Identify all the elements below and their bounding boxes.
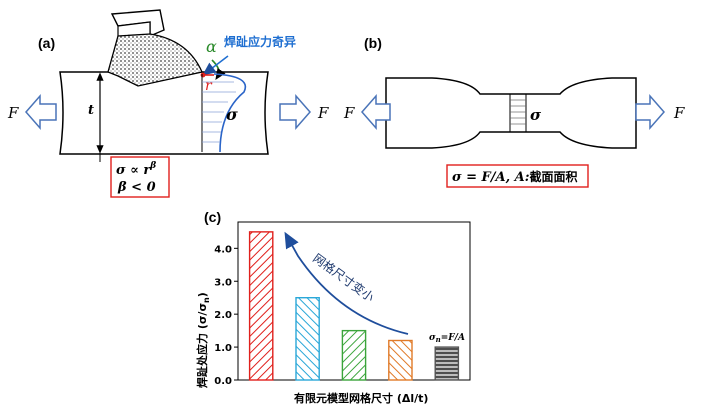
force-arrow-right-b xyxy=(635,94,665,130)
annotation-tail: =F/A xyxy=(441,333,465,343)
force-label-left-a: F xyxy=(7,104,19,122)
bar-1 xyxy=(248,231,274,381)
y-tick-label: 1.0 xyxy=(214,343,232,354)
svg-text:σ = F/A, A:截面面积: σ = F/A, A:截面面积 xyxy=(452,169,578,185)
y-axis-label-sub: n xyxy=(202,297,211,303)
svg-text:σn=F/A: σn=F/A xyxy=(429,333,465,344)
panel-b-label: (b) xyxy=(364,35,382,51)
formula-a-line2: β < 0 xyxy=(117,180,156,195)
formula-box-a xyxy=(110,156,170,198)
weld-toe-singularity-label: 焊趾应力奇异 xyxy=(224,34,296,49)
formula-b-cn: 截面面积 xyxy=(530,169,578,184)
formula-box-b xyxy=(446,164,589,188)
dogbone-specimen xyxy=(385,77,637,149)
y-axis-label: 焊趾处应力 (σ/σ xyxy=(195,303,209,388)
toe-pointer xyxy=(202,55,229,76)
thickness-symbol: t xyxy=(88,103,94,118)
y-tick-label: 0.0 xyxy=(214,376,232,387)
y-tick-label: 4.0 xyxy=(214,244,232,255)
bar-2 xyxy=(295,297,320,381)
alpha-symbol: α xyxy=(206,37,217,56)
force-arrow-left-a xyxy=(25,94,57,130)
stress-distribution xyxy=(201,73,247,153)
panel-c: (c) 0.01.02.03.04.0 焊趾处应力 (σ/σn) 有限元模型网格… xyxy=(195,209,471,405)
annotation-sigma: σ xyxy=(429,333,436,343)
trend-arrow xyxy=(284,231,409,335)
r-symbol: r xyxy=(205,78,213,94)
bar-4 xyxy=(388,339,413,381)
force-label-left-b: F xyxy=(343,104,355,122)
weld-bead xyxy=(107,33,203,87)
bar-5 xyxy=(434,346,460,381)
formula-a-sup: β xyxy=(149,161,156,171)
formula-b-math: σ = F/A, A: xyxy=(452,170,530,185)
x-axis-label: 有限元模型网格尺寸 (Δl/t) xyxy=(294,391,428,405)
y-tick-label: 2.0 xyxy=(214,310,232,321)
y-axis-ticks: 0.0 1.0 2.0 3.0 4.0 xyxy=(214,244,238,387)
panel-a: (a) α 焊趾应力奇异 r t xyxy=(7,9,329,198)
y-axis-label-tail: ) xyxy=(196,292,209,297)
annotation-sub: n xyxy=(436,335,441,344)
force-label-right-a: F xyxy=(317,104,329,122)
svg-text:焊趾处应力 (σ/σn): 焊趾处应力 (σ/σn) xyxy=(195,292,211,388)
y-tick-label: 3.0 xyxy=(214,277,232,288)
panel-a-label: (a) xyxy=(38,35,55,51)
force-arrow-right-a xyxy=(279,94,311,130)
formula-a-line1: σ ∝ r xyxy=(116,163,151,178)
bars xyxy=(248,231,460,381)
panel-c-label: (c) xyxy=(204,209,221,225)
plate-a xyxy=(59,71,269,155)
bar-3 xyxy=(341,329,367,381)
force-label-right-b: F xyxy=(673,104,685,122)
sigma-symbol-a: σ xyxy=(226,105,238,124)
sigma-symbol-b: σ xyxy=(530,106,542,124)
svg-text:σ ∝ rβ: σ ∝ rβ xyxy=(116,161,156,178)
force-arrow-left-b xyxy=(361,94,391,130)
gauge-section xyxy=(509,94,527,132)
panel-b: (b) σ F F σ = F/A, A:截面面积 xyxy=(343,35,685,188)
